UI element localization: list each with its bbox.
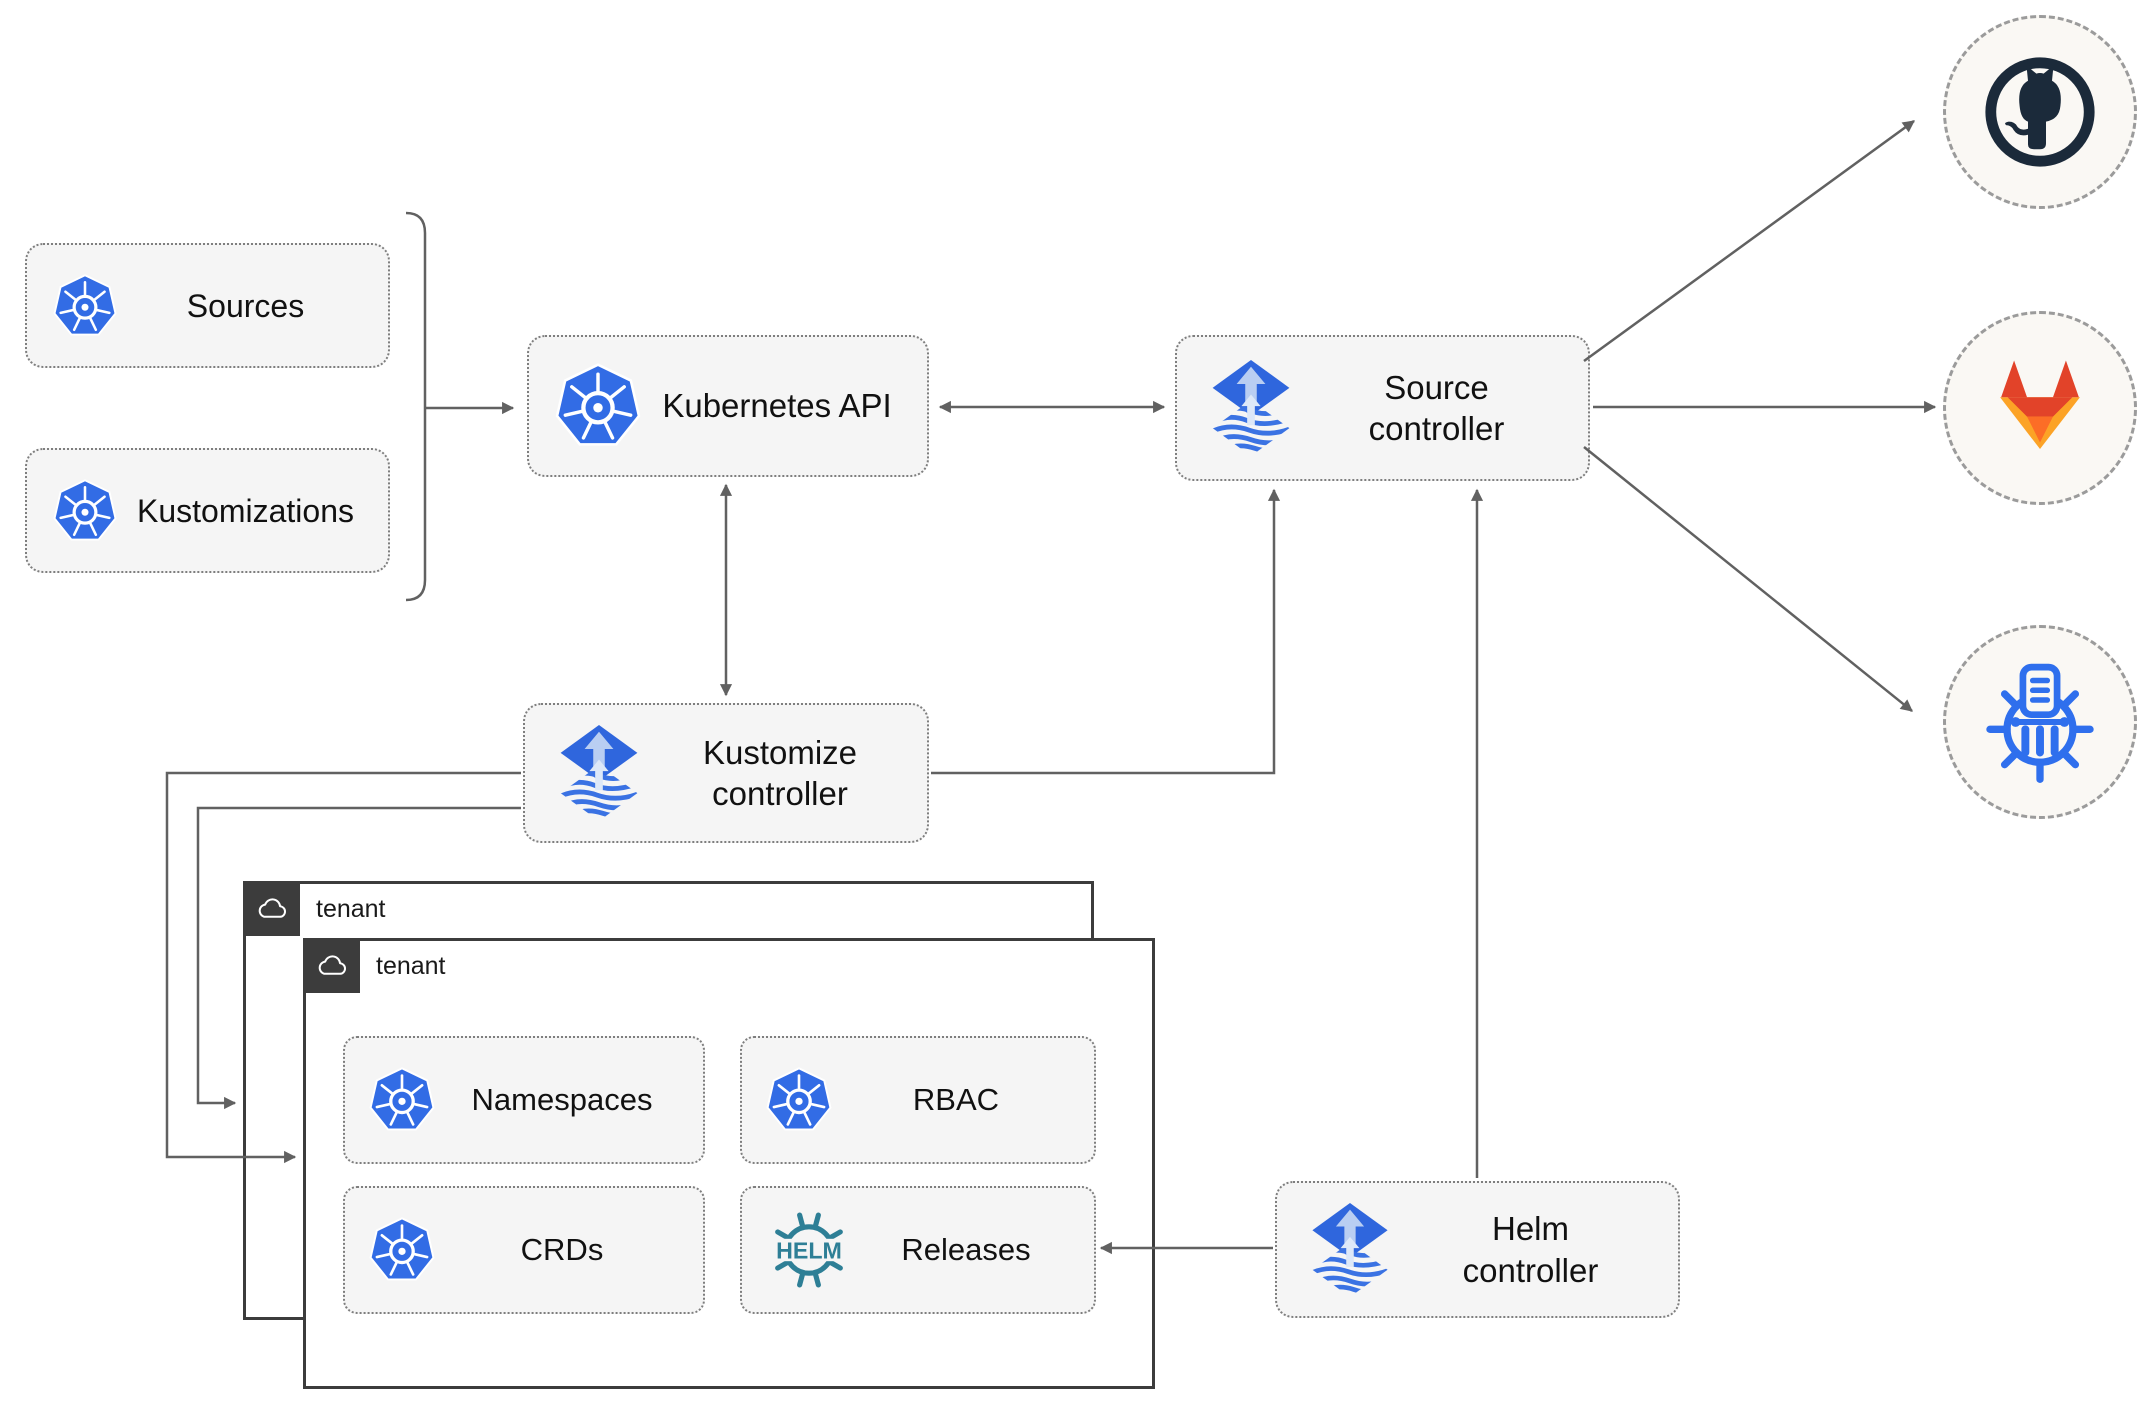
- node-label-helm-controller: Helm controller: [1462, 1210, 1599, 1289]
- tenant-header: [303, 938, 360, 993]
- tenant-label: tenant: [376, 952, 446, 980]
- node-label-sources: Sources: [186, 287, 305, 324]
- edge-kustomize-controller-to-source-controller: [931, 488, 1281, 775]
- chartmuseum-icon: [1979, 661, 2101, 783]
- node-namespaces: Namespaces: [343, 1036, 705, 1164]
- node-label-namespaces: Namespaces: [471, 1081, 653, 1117]
- node-kubernetes-api: Kubernetes API: [527, 335, 929, 477]
- node-rbac: RBAC: [740, 1036, 1096, 1164]
- node-source-controller: Source controller: [1175, 335, 1590, 481]
- node-label-kubernetes-api: Kubernetes API: [662, 387, 892, 425]
- endpoint-github: [1943, 15, 2137, 209]
- node-label-crds: CRDs: [520, 1231, 604, 1267]
- node-label-releases: Releases: [901, 1231, 1031, 1267]
- bracket-sources-group: [405, 211, 427, 602]
- flux-icon: [551, 725, 647, 821]
- kubernetes-icon: [53, 274, 117, 338]
- node-releases: Releases: [740, 1186, 1096, 1314]
- kubernetes-icon: [766, 1067, 832, 1133]
- cloud-icon: [315, 949, 349, 983]
- node-label-rbac: RBAC: [912, 1081, 1000, 1117]
- tenant-header: [243, 881, 300, 936]
- edge-source-controller-to-chart-repository: [1583, 446, 1913, 712]
- cloud-icon: [255, 892, 289, 926]
- endpoint-chart-repository: [1943, 625, 2137, 819]
- node-kustomizations: Kustomizations: [25, 448, 390, 573]
- kubernetes-icon: [369, 1217, 435, 1283]
- node-crds: CRDs: [343, 1186, 705, 1314]
- tenant-box-front: tenant Namespaces RBAC CRDs Releases: [303, 938, 1155, 1389]
- node-label-source-controller: Source controller: [1368, 368, 1505, 447]
- kubernetes-icon: [369, 1067, 435, 1133]
- node-kustomize-controller: Kustomize controller: [523, 703, 929, 843]
- flux-icon: [1203, 360, 1299, 456]
- node-label-kustomizations: Kustomizations: [137, 492, 354, 529]
- flux-icon: [1303, 1203, 1397, 1297]
- github-icon: [1980, 52, 2100, 172]
- endpoint-gitlab: [1943, 311, 2137, 505]
- node-label-kustomize-controller: Kustomize controller: [702, 733, 858, 812]
- edge-source-controller-to-github: [1583, 119, 1915, 363]
- gitlab-icon: [1986, 354, 2094, 462]
- node-helm-controller: Helm controller: [1275, 1181, 1680, 1318]
- kubernetes-icon: [53, 479, 117, 543]
- tenant-label: tenant: [316, 895, 386, 923]
- kubernetes-icon: [555, 363, 641, 449]
- helm-wheel-icon: [766, 1207, 852, 1293]
- node-sources: Sources: [25, 243, 390, 368]
